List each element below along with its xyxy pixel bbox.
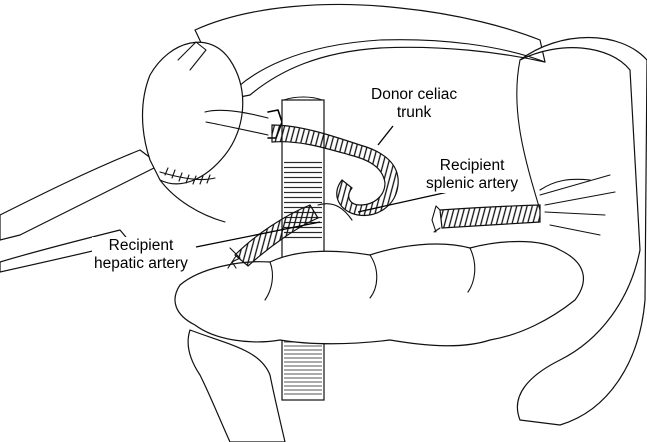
label-donor-celiac-trunk-line1: Donor celiac xyxy=(371,86,457,104)
duodenum xyxy=(188,330,285,442)
label-recipient-splenic-artery-line1: Recipient xyxy=(426,157,518,175)
label-recipient-hepatic-artery-line2: hepatic artery xyxy=(94,255,188,273)
pancreas xyxy=(175,242,583,346)
label-donor-celiac-trunk: Donor celiac trunk xyxy=(369,86,459,122)
label-donor-celiac-trunk-line2: trunk xyxy=(371,104,457,122)
leader-donor-celiac-trunk xyxy=(378,126,393,145)
leader-recipient-splenic-artery xyxy=(358,192,448,212)
label-recipient-hepatic-artery: Recipient hepatic artery xyxy=(92,237,190,273)
recipient-splenic-artery-vessel xyxy=(440,205,540,228)
label-recipient-hepatic-artery-line1: Recipient xyxy=(94,237,188,255)
left-mesentery xyxy=(0,150,160,240)
label-recipient-splenic-artery: Recipient splenic artery xyxy=(424,157,520,193)
liver-lobe xyxy=(143,42,243,184)
label-recipient-splenic-artery-line2: splenic artery xyxy=(426,175,518,193)
